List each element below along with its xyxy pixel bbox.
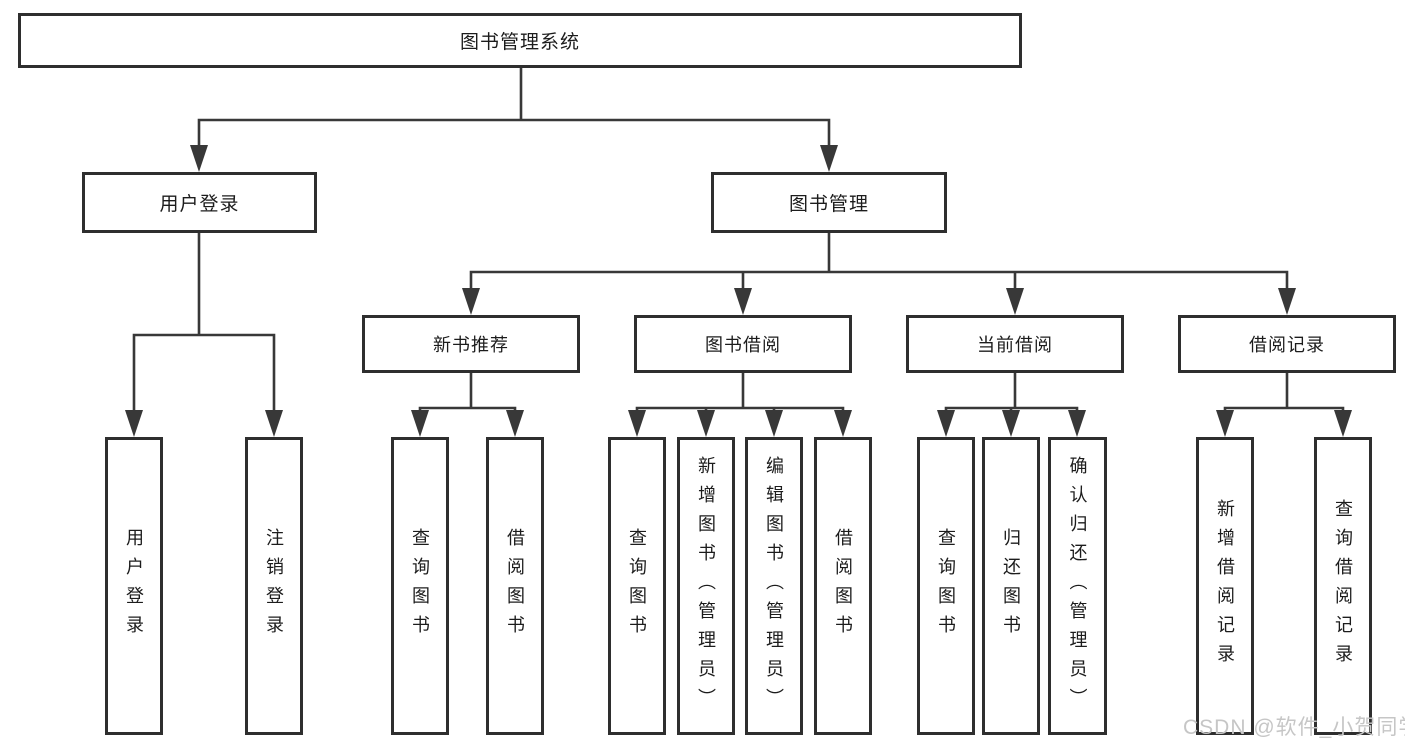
leaf-bb-edit-book-admin: 编辑图书（管理员） [745, 437, 803, 735]
leaf-br-add-record: 新增借阅记录 [1196, 437, 1254, 735]
leaf-cb-query-book-label: 查询图书 [936, 528, 956, 644]
node-new-book-recommend: 新书推荐 [362, 315, 580, 373]
leaf-bb-add-book-admin-label: 新增图书（管理员） [696, 455, 716, 717]
leaf-nbr-query-book-label: 查询图书 [410, 528, 430, 644]
leaf-logout-label: 注销登录 [264, 528, 284, 644]
csdn-watermark: CSDN @软件_小贺同学 [1183, 716, 1405, 739]
node-current-borrow: 当前借阅 [906, 315, 1124, 373]
node-book-management: 图书管理 [711, 172, 947, 233]
leaf-nbr-borrow-book-label: 借阅图书 [505, 528, 525, 644]
leaf-cb-confirm-return-admin-label: 确认归还（管理员） [1067, 455, 1088, 717]
leaf-bb-query-book: 查询图书 [608, 437, 666, 735]
leaf-bb-edit-book-admin-label: 编辑图书（管理员） [764, 455, 784, 717]
node-user-login-label: 用户登录 [159, 194, 240, 215]
leaf-br-query-record: 查询借阅记录 [1314, 437, 1372, 735]
leaf-bb-borrow-book-label: 借阅图书 [833, 528, 853, 644]
node-book-management-label: 图书管理 [788, 194, 869, 215]
leaf-bb-borrow-book: 借阅图书 [814, 437, 872, 735]
node-book-borrow-label: 图书借阅 [705, 335, 781, 355]
node-borrow-record: 借阅记录 [1178, 315, 1396, 373]
leaf-br-query-record-label: 查询借阅记录 [1333, 499, 1353, 673]
node-root: 图书管理系统 [18, 13, 1022, 68]
leaf-br-add-record-label: 新增借阅记录 [1215, 499, 1235, 673]
node-current-borrow-label: 当前借阅 [977, 335, 1053, 355]
node-book-borrow: 图书借阅 [634, 315, 852, 373]
leaf-user-login-label: 用户登录 [124, 528, 144, 644]
node-borrow-record-label: 借阅记录 [1249, 335, 1325, 355]
leaf-cb-query-book: 查询图书 [917, 437, 975, 735]
leaf-cb-return-book: 归还图书 [982, 437, 1040, 735]
node-user-login: 用户登录 [82, 172, 317, 233]
node-root-label: 图书管理系统 [459, 32, 580, 53]
leaf-user-login: 用户登录 [105, 437, 163, 735]
leaf-logout: 注销登录 [245, 437, 303, 735]
leaf-nbr-borrow-book: 借阅图书 [486, 437, 544, 735]
leaf-bb-add-book-admin: 新增图书（管理员） [677, 437, 735, 735]
leaf-bb-query-book-label: 查询图书 [627, 528, 647, 644]
leaf-cb-return-book-label: 归还图书 [1001, 528, 1021, 644]
node-new-book-recommend-label: 新书推荐 [433, 335, 509, 355]
leaf-nbr-query-book: 查询图书 [391, 437, 449, 735]
leaf-cb-confirm-return-admin: 确认归还（管理员） [1048, 437, 1107, 735]
